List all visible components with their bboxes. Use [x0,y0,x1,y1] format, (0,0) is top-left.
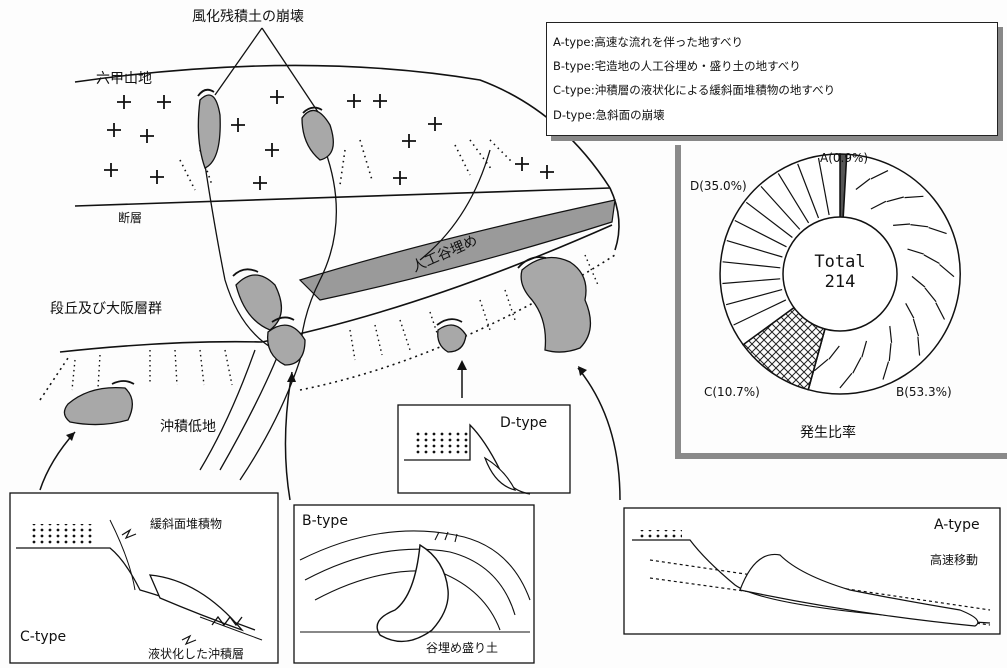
donut-slice-d-pattern [760,185,801,230]
landslide-masses [63,94,592,426]
granite-symbols [104,90,554,190]
donut-slice-b-pattern [935,302,946,320]
inset-c-label2: 液状化した沖積層 [148,647,245,661]
donut-slice-b-pattern [870,170,889,180]
inset-c-type: C-type [20,629,67,645]
inset-a-label1: 高速移動 [930,553,979,567]
donut-center-line2: 214 [824,271,856,292]
slice-label-c: C(10.7%) [704,385,760,399]
legend-b: B-type:宅造地の人工谷埋め・盛り土の地すべり [553,59,801,73]
donut-slice-d-pattern [797,163,820,219]
donut-slice-b-pattern [889,325,893,343]
donut-slice-d-pattern [725,289,783,306]
donut-slice-b-pattern [924,287,937,303]
terrace-label: 段丘及び大阪層群 [50,301,162,317]
donut-slice-d-pattern [817,157,830,216]
inset-b-drawing [299,530,531,643]
inset-c-label1: 緩斜面堆積物 [150,517,223,531]
streams [199,149,491,481]
donut-slice-b-pattern [923,254,940,265]
arrow-heads [66,360,587,441]
donut-slice-b-pattern [861,340,868,358]
inset-d-type: D-type [500,415,548,431]
inset-d-drawing [404,423,531,495]
donut-slice-b-pattern [911,275,926,288]
donut-slice-b-pattern [917,336,921,356]
head-scarps [111,88,547,385]
donut-slice-d-pattern [745,201,793,238]
donut-slice-b-pattern [939,263,955,278]
donut-slice-b-pattern [888,343,892,362]
donut-slice-d-pattern [722,278,781,285]
inset-b-type: B-type [302,513,348,529]
chart-frame [675,145,1007,459]
donut-slice-b-pattern [870,200,887,210]
alluvial-label: 沖積低地 [160,419,216,435]
donut-slice-b-pattern [904,195,924,199]
donut-slice-d-pattern [777,173,810,224]
legend-c: C-type:沖積層の液状化による緩斜面堆積物の地すべり [553,83,836,97]
slice-label-b: B(53.3%) [896,385,952,399]
donut-slice-b-pattern [907,248,924,255]
rokko-label: 六甲山地 [96,71,152,87]
fault-label: 断層 [118,211,143,225]
donut-hole [782,216,898,332]
donut-slice-b-pattern [905,303,915,319]
inset-a-drawing [632,530,991,627]
donut-slice-b-pattern [893,223,911,226]
slice-label-a: A(0.9%) [820,151,869,165]
donut-slice-b-pattern [910,224,929,228]
donut-slice-d-pattern [722,261,781,269]
donut-slice-b-pattern [814,358,829,372]
donut-slice-d-pattern [734,219,787,248]
donut-slice-b-pattern [852,357,862,374]
donut-slice-b-pattern [855,178,871,190]
weathered-label: 風化残積土の崩壊 [192,9,304,25]
donut-slice-b-pattern [828,345,840,360]
donut-center: Total 214 [800,252,880,292]
donut-slice-d [719,153,841,346]
donut-chart [719,153,961,395]
donut-slice-b-pattern [886,196,904,203]
donut-slice-b-pattern [928,227,947,235]
slice-label-d: D(35.0%) [690,179,747,193]
callout-lines [214,27,319,113]
donut-slice-b-pattern [839,372,853,389]
legend-a: A-type:高速な流れを伴った地すべり [553,35,744,49]
donut-slice-b-pattern [882,361,890,380]
inset-a-type: A-type [934,517,980,533]
inset-frames [9,404,1001,664]
donut-center-line1: Total [814,252,866,272]
valley-fill [298,199,616,301]
inset-c-drawing [16,519,263,646]
chart-title: 発生比率 [800,425,856,441]
terrace-dots [71,254,599,391]
slope-dots [179,139,513,191]
fault-line [74,187,611,207]
inset-b-label1: 谷埋め盛り土 [426,641,499,655]
donut-slice-d-pattern [733,299,787,326]
donut-slice-d-pattern [726,240,783,258]
legend-box: A-type:高速な流れを伴った地すべり B-type:宅造地の人工谷埋め・盛り… [546,22,998,136]
donut-slice-b-pattern [912,318,920,337]
legend-d: D-type:急斜面の崩壊 [553,108,665,122]
